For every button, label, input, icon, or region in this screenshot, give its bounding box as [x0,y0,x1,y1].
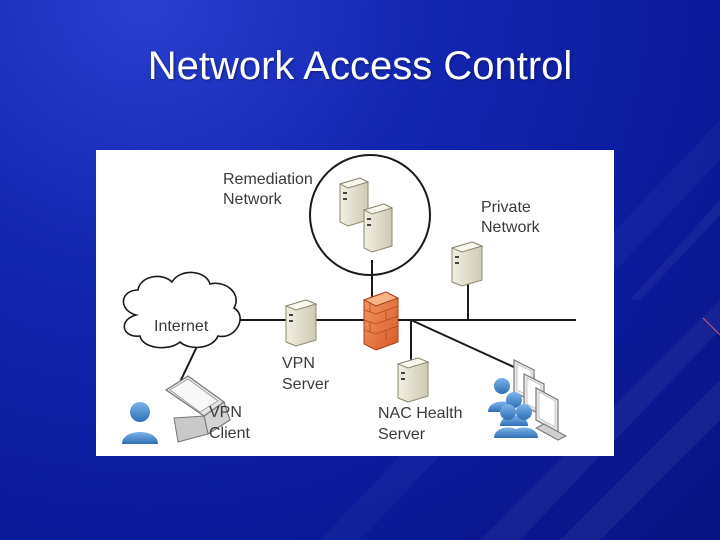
private-network-label-line2: Network [481,219,541,236]
nac-health-server-label-line2: Server [378,426,426,443]
internet-label: Internet [154,318,209,335]
private-network-server-icon [450,241,484,287]
laptop-icon [164,375,231,443]
vpn-client-label-line2: Client [209,425,250,442]
vpn-client-label-line1: VPN [209,404,242,421]
network-diagram: Internet Remediation Network Private Net… [96,150,614,456]
private-network-label-line1: Private [481,199,531,216]
remediation-server-icon [362,203,394,253]
vpn-server-label-line1: VPN [282,355,315,372]
slide-title: Network Access Control [147,44,573,88]
remediation-label-line2: Network [223,191,283,208]
workstation-users-icon [488,378,538,438]
vpn-server-icon [284,299,318,347]
vpn-client-user-icon [122,402,158,444]
vpn-server-label-line2: Server [282,376,330,393]
firewall-icon [362,291,400,351]
remediation-label-line1: Remediation [223,171,313,188]
nac-health-server-icon [396,357,430,403]
nac-health-server-label-line1: NAC Health [378,405,462,422]
remediation-network-circle [309,154,431,276]
workstation-monitors-icon [513,359,568,441]
internet-cloud-icon [122,271,241,349]
